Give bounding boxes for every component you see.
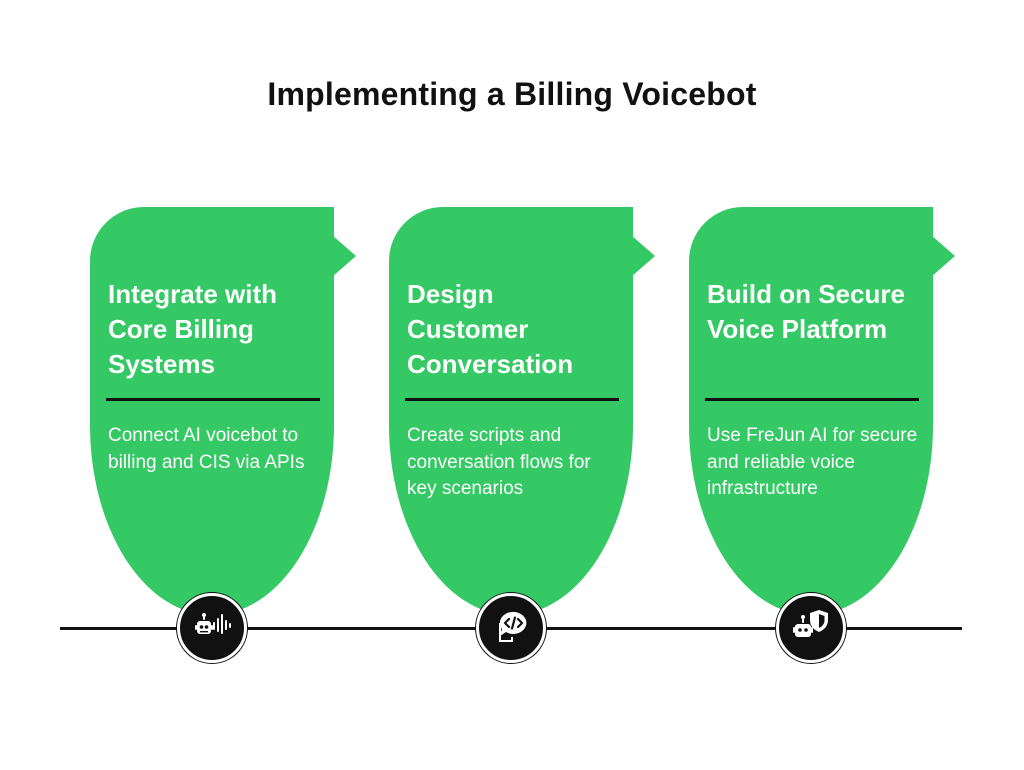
card-pointer bbox=[931, 235, 955, 277]
step-card-1: Integrate with Core Billing Systems Conn… bbox=[90, 207, 356, 615]
step-description: Connect AI voicebot to billing and CIS v… bbox=[108, 425, 305, 473]
step-heading: Integrate with Core Billing Systems bbox=[108, 279, 278, 379]
step-divider bbox=[705, 398, 919, 401]
card-pointer bbox=[332, 235, 356, 277]
step-description: Use FreJun AI for secure and reliable vo… bbox=[707, 425, 918, 499]
card-shape bbox=[689, 207, 933, 615]
diagram-title: Implementing a Billing Voicebot bbox=[267, 76, 757, 112]
step-divider bbox=[106, 398, 320, 401]
step-description: Create scripts and conversation flows fo… bbox=[407, 425, 591, 499]
card-shape bbox=[389, 207, 633, 615]
step-heading: Design Customer Conversation bbox=[407, 279, 574, 379]
chat-code-icon bbox=[499, 611, 527, 642]
step-card-3: Build on Secure Voice Platform Use FreJu… bbox=[689, 207, 955, 615]
robot-shield-icon bbox=[793, 610, 828, 637]
card-pointer bbox=[631, 235, 655, 277]
card-shape bbox=[90, 207, 334, 615]
step-heading: Build on Secure Voice Platform bbox=[707, 279, 905, 344]
step-card-2: Design Customer Conversation Create scri… bbox=[389, 207, 655, 615]
step-node-1 bbox=[177, 593, 247, 663]
step-node-2 bbox=[476, 593, 546, 663]
step-node-3 bbox=[776, 593, 846, 663]
robot-voice-icon bbox=[195, 613, 231, 634]
step-divider bbox=[405, 398, 619, 401]
